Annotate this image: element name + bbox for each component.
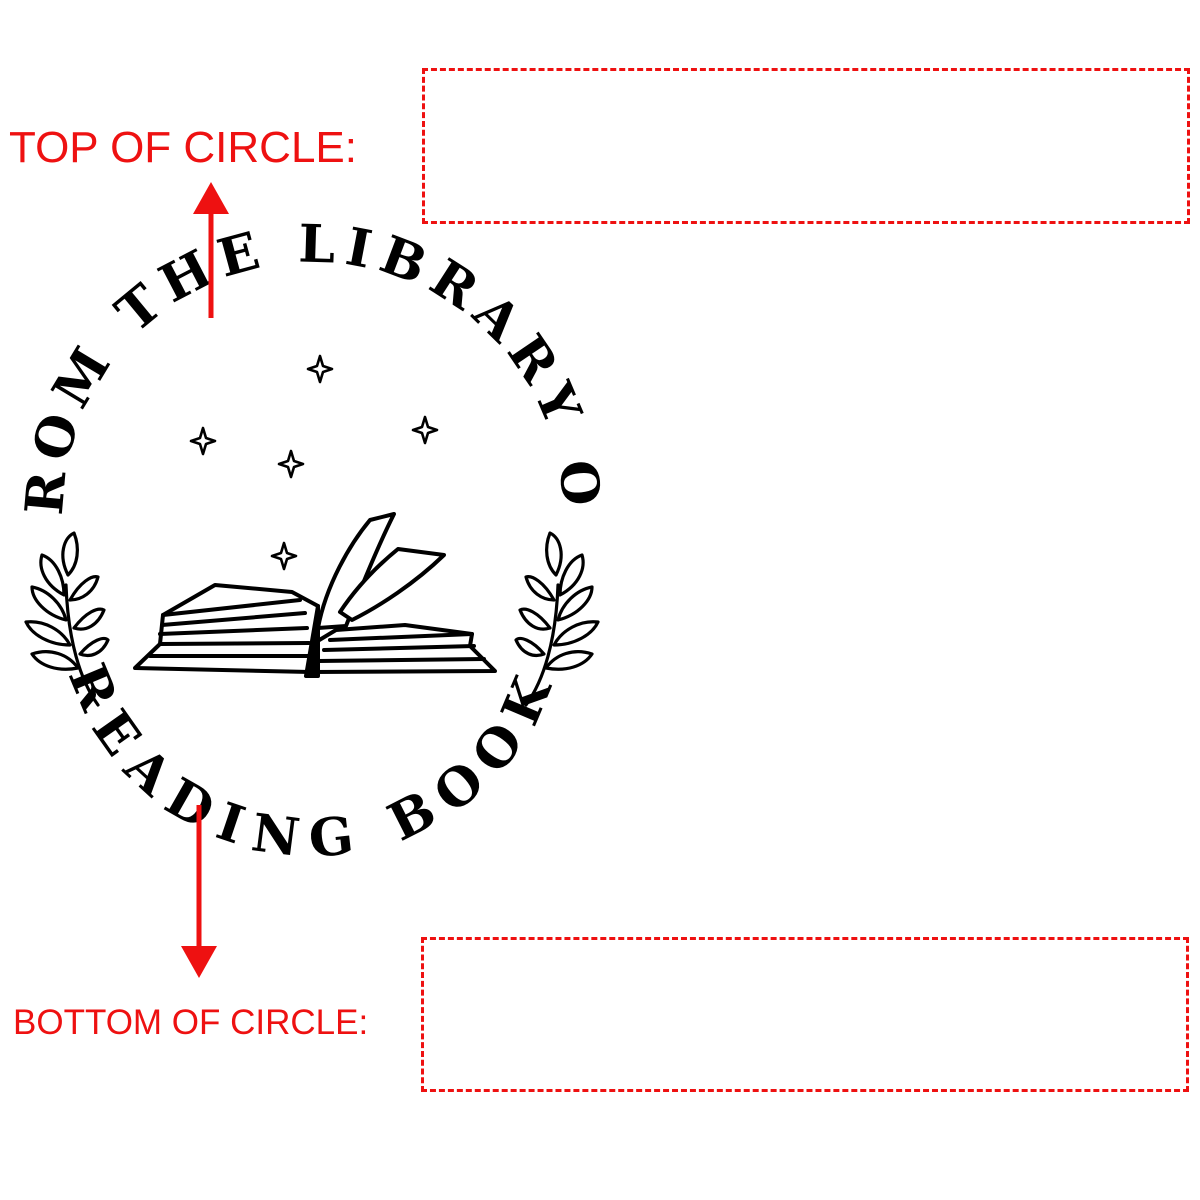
sparkle-star-icon (411, 415, 439, 445)
top-of-circle-label: TOP OF CIRCLE: (9, 123, 358, 172)
sparkle-star-icon (270, 541, 298, 571)
sparkle-star-icon (306, 354, 334, 384)
bottom-text-entry-box[interactable] (421, 937, 1189, 1092)
emblem-bottom-arc-text: READING BOOK (56, 655, 569, 870)
laurel-branch-icon (24, 531, 110, 707)
laurel-branch-icon (514, 531, 600, 707)
sparkle-star-icon (189, 426, 217, 456)
open-book-icon (133, 512, 497, 678)
bottom-of-circle-label: BOTTOM OF CIRCLE: (13, 1003, 369, 1042)
top-text-entry-box[interactable] (422, 68, 1190, 224)
sparkle-star-icon (277, 449, 305, 479)
sparkle-star-icon-group (189, 354, 439, 571)
